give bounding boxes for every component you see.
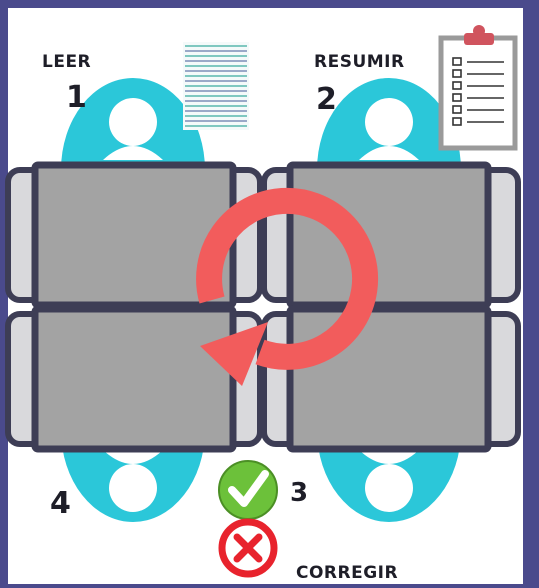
label-summarize: RESUMIR [314, 52, 405, 72]
label-read: LEER [42, 52, 91, 72]
seat-number-3: 3 [290, 478, 308, 508]
seat-number-4: 4 [50, 486, 71, 521]
desk-4 [35, 309, 233, 449]
seat-number-1: 1 [66, 80, 87, 115]
check-icon [219, 461, 277, 519]
seat-number-2: 2 [316, 82, 337, 117]
text-document-icon [183, 42, 249, 130]
desk-2 [290, 165, 488, 305]
cross-icon [222, 522, 274, 574]
clipboard-checklist-icon [441, 25, 515, 148]
desk-3 [290, 309, 488, 449]
label-correct: CORREGIR [296, 563, 398, 583]
